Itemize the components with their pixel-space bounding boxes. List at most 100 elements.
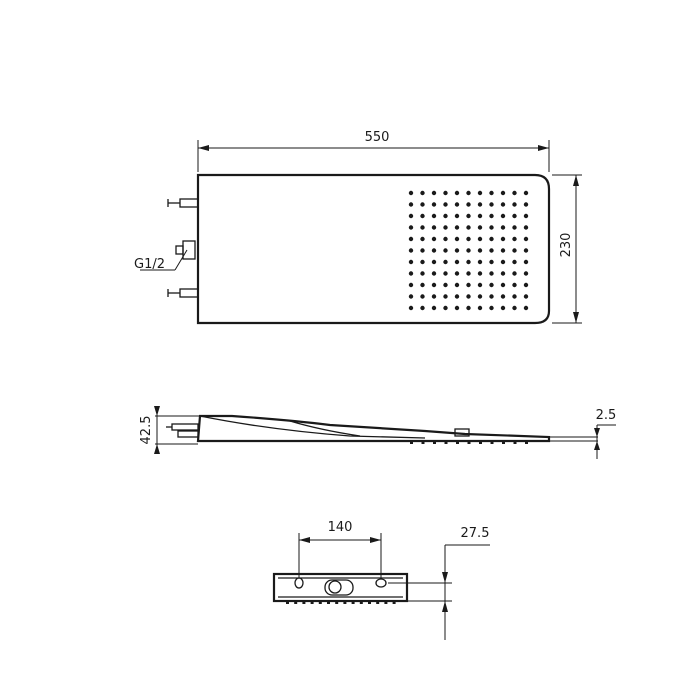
- nozzle-hole: [454, 190, 460, 196]
- nozzle-hole: [408, 271, 414, 276]
- nozzle-hole: [489, 190, 494, 196]
- nozzle-hole: [512, 225, 517, 230]
- nozzle-hole: [466, 282, 471, 288]
- nozzle-hole: [443, 271, 448, 276]
- nozzle-hole: [477, 202, 483, 207]
- nozzle-hole: [420, 282, 425, 288]
- nozzle-hole: [420, 190, 425, 196]
- nozzle-hole: [431, 294, 437, 299]
- nozzle-hole: [454, 202, 460, 207]
- plate-thickness-dimension: 2.5: [549, 408, 616, 459]
- end-nozzle-tip: [351, 601, 355, 604]
- end-nozzle-tip: [327, 601, 330, 604]
- nozzle-hole: [523, 271, 529, 276]
- inlet-depth-label: 27.5: [461, 526, 490, 541]
- nozzle-hole: [454, 271, 460, 276]
- inlet-depth-dimension: 27.5: [388, 526, 490, 640]
- nozzle-hole: [500, 271, 506, 276]
- nozzle-hole: [512, 213, 517, 219]
- nozzle-hole: [500, 294, 506, 299]
- nozzle-tip: [444, 441, 448, 444]
- nozzle-hole: [408, 282, 414, 288]
- nozzle-hole: [454, 225, 460, 230]
- nozzle-hole: [512, 259, 517, 265]
- nozzle-hole: [420, 213, 425, 219]
- nozzle-tip: [456, 441, 459, 444]
- nozzle-hole: [500, 190, 506, 196]
- inlet-right: [375, 578, 387, 588]
- nozzle-hole: [477, 259, 483, 265]
- end-nozzle-tip: [384, 601, 388, 604]
- nozzle-hole: [431, 248, 437, 253]
- nozzle-hole: [454, 213, 460, 219]
- nozzle-hole: [408, 202, 414, 207]
- nozzle-hole: [500, 259, 506, 265]
- nozzle-hole: [443, 236, 448, 242]
- nozzle-hole: [443, 294, 448, 299]
- end-nozzle-tip: [376, 601, 380, 604]
- nozzle-hole: [512, 202, 517, 207]
- nozzle-hole: [454, 236, 460, 242]
- nozzle-hole: [420, 305, 425, 311]
- nozzle-hole: [443, 259, 448, 265]
- nozzle-hole: [443, 305, 448, 311]
- nozzle-hole: [477, 271, 483, 276]
- nozzle-hole: [443, 202, 448, 207]
- nozzle-hole: [431, 202, 437, 207]
- nozzle-hole: [431, 213, 437, 219]
- nozzle-tip: [467, 441, 471, 444]
- nozzle-hole: [420, 225, 425, 230]
- nozzle-tip: [410, 441, 413, 444]
- nozzle-hole: [512, 248, 517, 253]
- nozzle-hole: [500, 282, 506, 288]
- nozzle-hole: [408, 190, 414, 196]
- nozzle-hole: [454, 294, 460, 299]
- thread-label: G1/2: [134, 257, 165, 272]
- nozzle-hole: [443, 282, 448, 288]
- nozzle-hole: [523, 213, 529, 219]
- nozzle-tip: [525, 441, 528, 444]
- end-nozzle-tip: [310, 601, 314, 604]
- nozzle-hole: [408, 305, 414, 311]
- nozzle-hole: [420, 202, 425, 207]
- nozzle-hole: [489, 225, 494, 230]
- nozzle-hole: [408, 259, 414, 265]
- nozzle-hole: [466, 259, 471, 265]
- nozzle-hole: [523, 259, 529, 265]
- nozzle-hole: [512, 305, 517, 311]
- nozzle-hole: [466, 294, 471, 299]
- nozzle-hole: [466, 271, 471, 276]
- nozzle-hole: [523, 294, 529, 299]
- shower-head-outline: [196, 173, 551, 325]
- nozzle-hole: [477, 305, 483, 311]
- nozzle-grid: [408, 190, 529, 311]
- nozzle-hole: [489, 294, 494, 299]
- nozzle-hole: [512, 236, 517, 242]
- end-nozzle-tip: [368, 601, 371, 604]
- nozzle-hole: [489, 248, 494, 253]
- nozzle-hole: [454, 248, 460, 253]
- height-dimension: 230: [552, 174, 582, 324]
- nozzle-hole: [408, 236, 414, 242]
- nozzle-hole: [466, 236, 471, 242]
- side-profile: [196, 414, 551, 443]
- nozzle-hole: [489, 305, 494, 311]
- height-label: 230: [559, 233, 574, 258]
- side-view: 42.5 2.5: [139, 406, 616, 459]
- nozzle-tip: [479, 441, 482, 444]
- nozzle-hole: [512, 190, 517, 196]
- nozzle-hole: [420, 271, 425, 276]
- nozzle-hole: [408, 294, 414, 299]
- nozzle-hole: [431, 190, 437, 196]
- inlet-spacing-label: 140: [328, 520, 353, 535]
- nozzle-hole: [523, 236, 529, 242]
- nozzle-tip: [421, 441, 425, 444]
- nozzle-hole: [500, 213, 506, 219]
- nozzle-hole: [512, 282, 517, 288]
- end-nozzle-tips: [286, 601, 396, 604]
- nozzle-hole: [454, 282, 460, 288]
- nozzle-hole: [454, 305, 460, 311]
- top-view: 550 230 G1/2: [134, 130, 582, 325]
- nozzle-hole: [523, 225, 529, 230]
